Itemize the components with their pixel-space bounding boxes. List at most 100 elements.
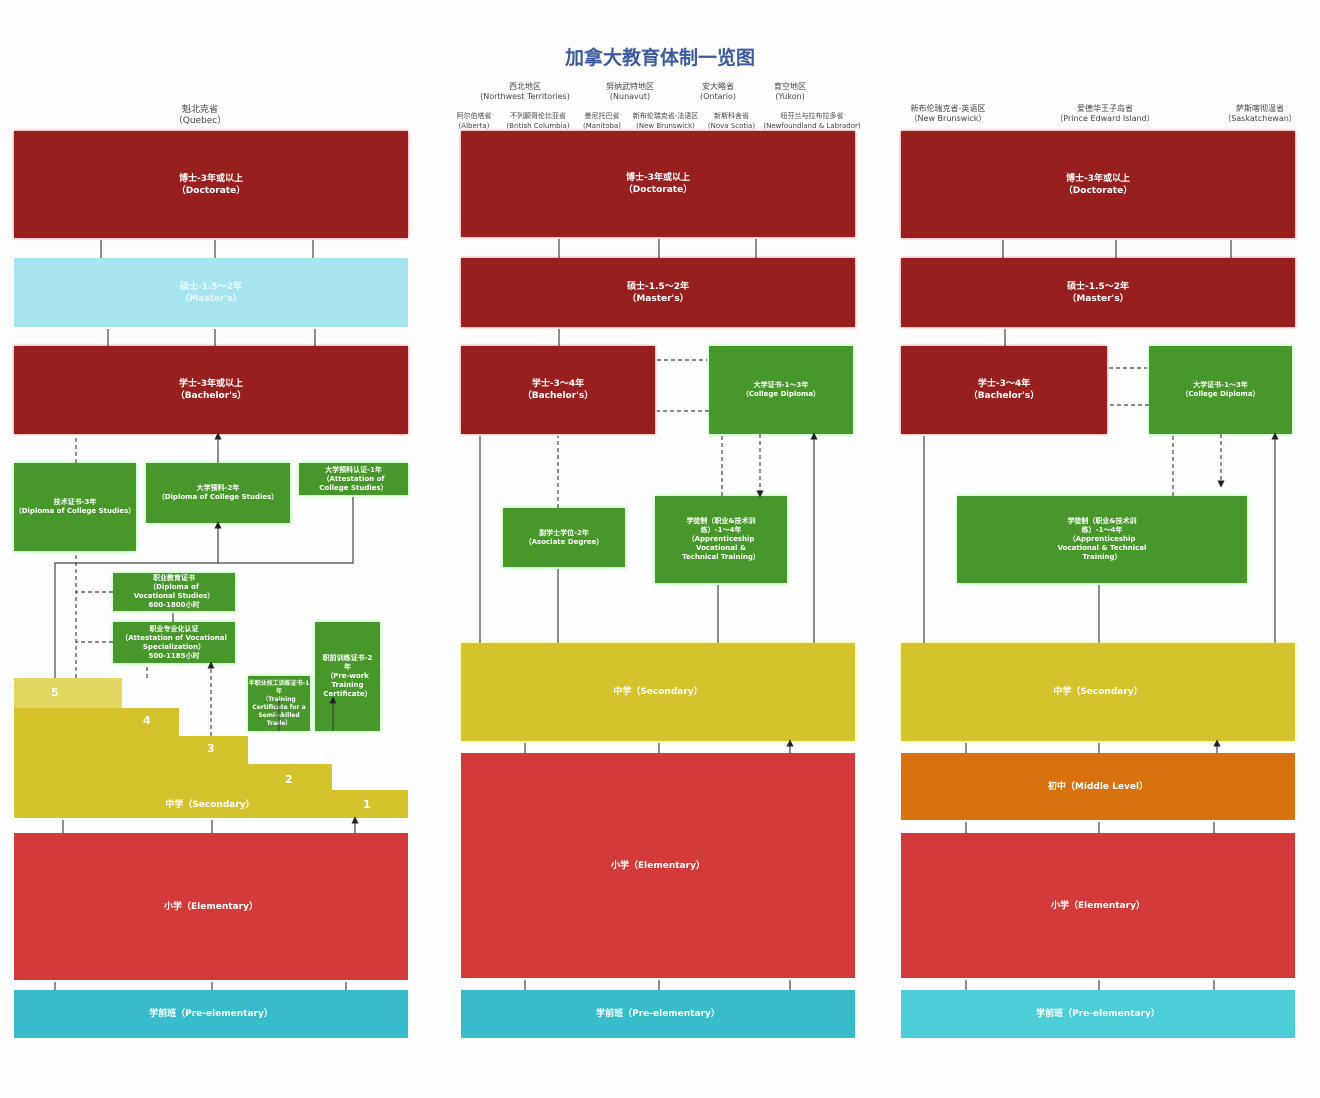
- apprenticeship-box: 学徒制（职业&技术训练）-1～4年（Apprenticeship Vocatio…: [655, 496, 787, 583]
- region-zh: 不列颠哥伦比亚省: [510, 112, 566, 120]
- region-en: (Northwest Territories): [480, 92, 570, 101]
- region-en: (New Brunswick): [636, 122, 695, 130]
- vocational-diploma-box: 职业教育证书（Diploma of Vocational Studies）600…: [113, 573, 235, 611]
- college-attestation-box: 大学预科认证-1年（Attestation of College Studies…: [299, 463, 408, 495]
- region-en: (Yukon): [775, 92, 805, 101]
- step-number: 4: [143, 714, 151, 727]
- pre-elementary-box: 学前班（Pre-elementary）: [901, 990, 1295, 1038]
- box-en: （Attestation of Vocational Specializatio…: [121, 633, 227, 651]
- region-label: 爱德华王子岛省（Prince Edward Island）: [1050, 104, 1160, 124]
- pre-elementary-box: 学前班（Pre-elementary）: [461, 990, 855, 1038]
- box-zh: 副学士学位-2年: [539, 528, 589, 537]
- region-en: (Nova Scotia): [707, 122, 756, 130]
- apprenticeship-box: 学徒制（职业&技术训练）-1～4年（Apprenticeship Vocatio…: [957, 496, 1247, 583]
- bachelor-box: 学士-3～4年（Bachelor's）: [461, 346, 655, 434]
- box-label: 小学（Elementary）: [164, 901, 258, 912]
- secondary-box: 中学（Secondary）: [461, 643, 855, 741]
- region-en: （New Brunswick）: [909, 114, 987, 123]
- box-en: （Doctorate）: [1063, 185, 1133, 196]
- box-zh: 大学预科认证-1年: [325, 465, 382, 474]
- box-zh: 技术证书-3年: [53, 498, 97, 506]
- box-zh: 学徒制（职业&技术训练）-1～4年: [686, 517, 756, 534]
- masters-box: 硕士-1.5～2年（Master's）: [901, 258, 1295, 327]
- region-label: 新布伦瑞克省-英语区（New Brunswick）: [898, 104, 998, 124]
- pre-elementary-box: 学前班（Pre-elementary）: [14, 990, 408, 1038]
- step-number: 3: [207, 742, 215, 755]
- box-en: （Diploma of College Studies）: [14, 507, 136, 515]
- secondary-step-1: [14, 790, 408, 818]
- region-en: (Alberta): [458, 122, 490, 130]
- box-zh: 学士-3年或以上: [179, 379, 243, 389]
- box-zh: 硕士-1.5～2年: [1067, 281, 1129, 292]
- box-zh: 博士-3年或以上: [1066, 173, 1130, 184]
- box-en: （Attestation of College Studies）: [319, 474, 388, 492]
- doctorate-box: 博士-3年或以上 （Doctorate）: [461, 131, 855, 237]
- box-label: 学前班（Pre-elementary）: [596, 1009, 720, 1019]
- box-zh: 学士-3～4年: [531, 379, 585, 389]
- region-label: 纽芬兰与拉布拉多省 (Newfoundland & Labrador): [762, 111, 862, 131]
- region-en: (Manitoba): [583, 122, 621, 130]
- box-en: （Doctorate）: [623, 185, 693, 195]
- box-en: （Pre-work Training Certificate）: [323, 672, 372, 698]
- box-zh: 职业专业化认证: [149, 624, 199, 633]
- region-label: 萨斯喀彻温省（Saskatchewan）: [1220, 104, 1300, 124]
- technical-diploma-box: 技术证书-3年（Diploma of College Studies）: [14, 463, 136, 551]
- box-zh: 职业教育证书: [153, 574, 195, 582]
- region-zh: 阿尔伯塔省: [456, 112, 492, 120]
- box-label: 中学（Secondary）: [613, 687, 703, 697]
- box-label: 学前班（Pre-elementary）: [149, 1009, 273, 1019]
- region-label: 安大略省(Ontario): [688, 82, 748, 102]
- box-en: （Asociate Degree）: [524, 537, 604, 546]
- region-label: 新斯科舍省 (Nova Scotia): [704, 111, 759, 131]
- elementary-box: 小学（Elementary）: [14, 833, 408, 980]
- box-zh: 博士-3年或以上: [626, 173, 690, 183]
- region-zh: 安大略省: [702, 82, 734, 91]
- region-zh: 魁北克省: [181, 105, 218, 115]
- elementary-box: 小学（Elementary）: [901, 833, 1295, 978]
- box-en: （Doctorate）: [176, 185, 246, 196]
- region-en: （Quebec）: [173, 116, 227, 126]
- step-number: 2: [285, 773, 293, 786]
- step-number: 5: [51, 686, 59, 699]
- region-label: 努纳武特地区(Nunavut): [590, 82, 670, 102]
- region-zh: 努纳武特地区: [606, 82, 654, 91]
- box-zh: 大学证书-1～3年: [1193, 381, 1248, 389]
- region-zh: 新布伦瑞克省-英语区: [910, 104, 986, 113]
- masters-box: 硕士-1.5～2年（Master's）: [461, 258, 855, 327]
- bachelor-box: 学士-3年或以上 （Bachelor's）: [14, 346, 408, 434]
- region-label: 新布伦瑞克省-法语区(New Brunswick): [628, 111, 703, 131]
- region-zh: 曼尼托巴省: [584, 112, 620, 120]
- box-label: 中学（Secondary）: [1053, 687, 1143, 697]
- middle-level-box: 初中（Middle Level）: [901, 753, 1295, 820]
- region-zh: 新斯科舍省: [714, 112, 749, 120]
- region-zh: 萨斯喀彻温省: [1236, 104, 1284, 113]
- region-label-quebec: 魁北克省（Quebec）: [150, 105, 250, 127]
- elementary-box: 小学（Elementary）: [461, 753, 855, 978]
- box-label: 初中（Middle Level）: [1047, 781, 1149, 792]
- region-label: 曼尼托巴省 (Manitoba): [577, 111, 627, 131]
- box-zh: 博士-3年或以上: [179, 173, 243, 184]
- box-label: 小学（Elementary）: [1051, 900, 1145, 911]
- box-zh: 半职业技工训练证书-1年: [248, 679, 310, 695]
- region-en: (Ontario): [699, 92, 737, 101]
- box-zh: 学士-3～4年: [977, 379, 1031, 389]
- college-diploma-box: 大学证书-1～3年（College Diploma）: [709, 346, 853, 434]
- pre-work-training-box: 职前训练证书-2年（Pre-work Training Certificate）: [315, 622, 380, 731]
- box-en: （Diploma of Vocational Studies）: [133, 583, 215, 600]
- region-en: (Newfoundland & Labrador): [763, 122, 861, 130]
- doctorate-box: 博士-3年或以上（Doctorate）: [901, 131, 1295, 238]
- college-diploma-box: 大学证书-1～3年（College Diploma）: [1149, 346, 1292, 434]
- region-label: 育空地区(Yukon): [760, 82, 820, 102]
- masters-box: 硕士-1.5～2年（Master's）: [14, 258, 408, 327]
- region-en: （Prince Edward Island）: [1055, 114, 1155, 123]
- region-zh: 纽芬兰与拉布拉多省: [780, 112, 844, 120]
- box-en: （Bachelor's）: [175, 391, 247, 401]
- box-en: （Apprenticeship Vocational & Technical T…: [682, 535, 760, 561]
- box-en: （Diploma of College Studies）: [157, 493, 279, 501]
- box-en: （Apprenticeship Vocational & Technical T…: [1057, 535, 1147, 561]
- box-en: （Master's）: [627, 293, 689, 304]
- secondary-box: 中学（Secondary）: [901, 643, 1295, 741]
- box-zh: 硕士-1.5～2年: [627, 281, 689, 292]
